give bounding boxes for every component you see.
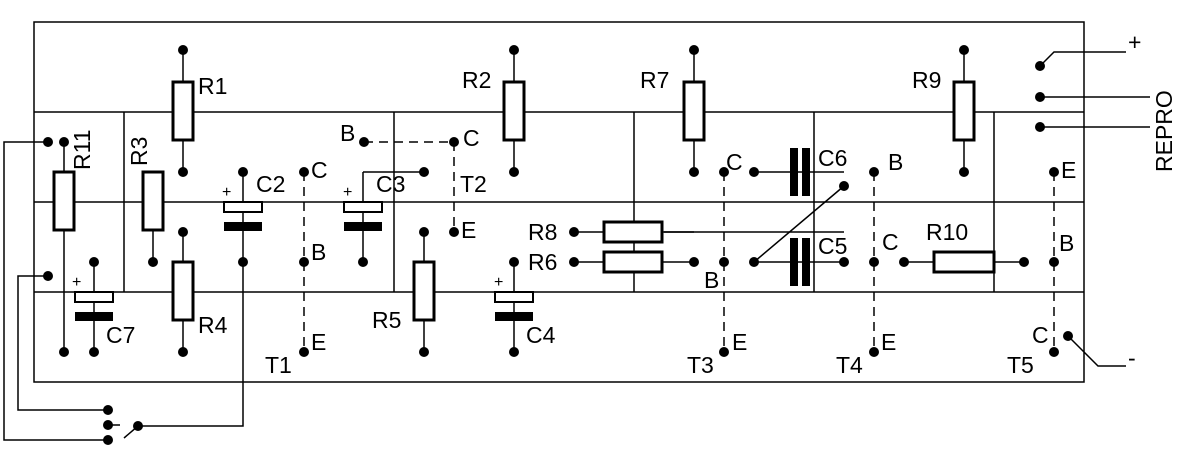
capacitor-c3: + C3 xyxy=(343,167,429,267)
t1-pin-e: E xyxy=(311,329,326,355)
resistor-r3: R3 xyxy=(126,137,165,267)
c6-label: C6 xyxy=(818,145,847,171)
t4-label: T4 xyxy=(836,352,863,378)
t2-pin-e: E xyxy=(461,217,476,243)
r1-label: R1 xyxy=(198,73,227,99)
transistor-t3: C B E T3 xyxy=(687,149,747,378)
r7-label: R7 xyxy=(640,67,669,93)
capacitor-c7: + C7 xyxy=(72,257,135,357)
c7-polarity: + xyxy=(72,274,81,291)
c7-label: C7 xyxy=(106,322,135,348)
jumper-wires xyxy=(664,181,849,263)
r6-label: R6 xyxy=(528,249,557,275)
t3-pin-e: E xyxy=(732,329,747,355)
r9-label: R9 xyxy=(912,67,941,93)
r10-label: R10 xyxy=(926,219,968,245)
c4-polarity: + xyxy=(494,274,503,291)
transistor-t2: B C E T2 xyxy=(340,120,487,243)
resistor-r4: R4 xyxy=(171,227,228,357)
t2-pin-b: B xyxy=(340,120,355,146)
t5-pin-c: C xyxy=(1032,322,1049,348)
t5-pin-b: B xyxy=(1059,230,1074,256)
c4-label: C4 xyxy=(526,322,556,348)
r11-label: R11 xyxy=(69,130,95,171)
r3-label: R3 xyxy=(126,137,152,166)
resistor-r8: R8 xyxy=(528,219,694,245)
c5-label: C5 xyxy=(818,233,847,259)
r5-label: R5 xyxy=(372,307,401,333)
r4-label: R4 xyxy=(198,312,228,338)
resistor-r5: R5 xyxy=(372,227,436,357)
t1-pin-b: B xyxy=(311,239,326,265)
resistor-r1: R1 xyxy=(171,45,227,177)
capacitor-c4: + C4 xyxy=(494,257,556,357)
t4-pin-c: C xyxy=(882,229,899,255)
repro-label: REPRO xyxy=(1151,90,1177,172)
resistor-r7: R7 xyxy=(640,45,706,177)
minus-terminal-label: - xyxy=(1128,345,1136,371)
capacitor-c6: C6 xyxy=(749,145,847,196)
capacitor-c5: C5 xyxy=(749,233,849,286)
t2-pin-c: C xyxy=(463,125,480,151)
t1-pin-c: C xyxy=(311,157,328,183)
repro-connector: + REPRO - xyxy=(1035,29,1177,371)
c3-label: C3 xyxy=(376,171,405,197)
t1-label: T1 xyxy=(265,352,292,378)
t3-pin-c: C xyxy=(726,149,743,175)
r8-label: R8 xyxy=(528,219,557,245)
t4-pin-e: E xyxy=(881,329,896,355)
t5-label: T5 xyxy=(1007,352,1034,378)
c3-polarity: + xyxy=(343,184,352,201)
capacitor-c2: + C2 xyxy=(222,167,285,267)
transistor-t1: C B E T1 xyxy=(265,157,328,378)
transistor-t5: E B C T5 xyxy=(1007,157,1076,378)
t3-pin-b: B xyxy=(704,267,719,293)
transistor-t4: B C E T4 xyxy=(836,149,903,378)
resistor-r2: R2 xyxy=(462,45,526,177)
plus-terminal-label: + xyxy=(1128,29,1141,55)
t3-label: T3 xyxy=(687,352,714,378)
resistor-r9: R9 xyxy=(912,45,976,177)
resistor-r10: R10 xyxy=(899,219,1029,274)
c2-polarity: + xyxy=(222,184,231,201)
switch-wiring xyxy=(3,137,244,445)
t4-pin-b: B xyxy=(888,149,903,175)
resistor-r6: R6 xyxy=(528,249,699,275)
r2-label: R2 xyxy=(462,67,491,93)
resistor-r11: R11 xyxy=(52,130,95,357)
c2-label: C2 xyxy=(256,171,285,197)
t5-pin-e: E xyxy=(1061,157,1076,183)
t2-label: T2 xyxy=(460,171,487,197)
